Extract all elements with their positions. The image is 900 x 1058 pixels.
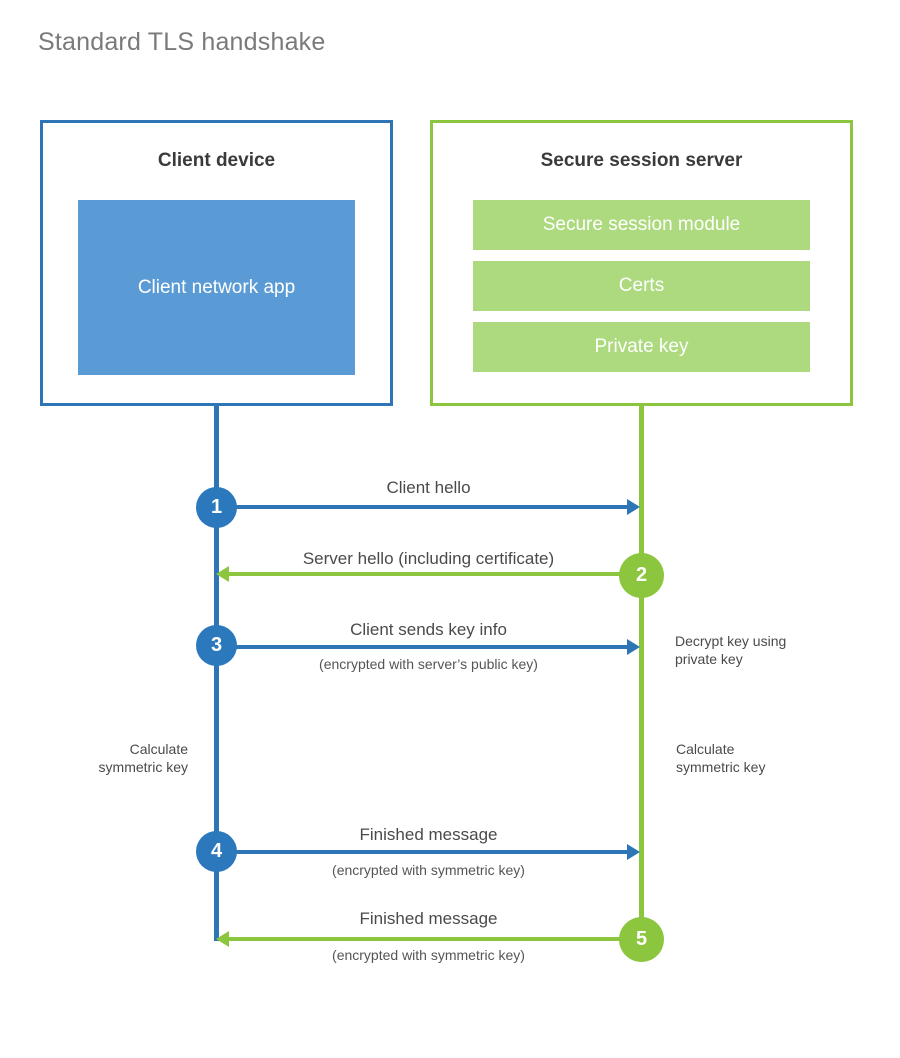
page-title: Standard TLS handshake bbox=[38, 28, 326, 56]
secure-session-server-box: Secure session server Secure session mod… bbox=[430, 120, 853, 406]
server-module-secure-session-module: Secure session module bbox=[473, 200, 810, 250]
step-marker-4: 4 bbox=[196, 831, 237, 872]
arrow-head-right-icon bbox=[627, 844, 640, 860]
message-2-label: Server hello (including certificate) bbox=[302, 549, 555, 568]
message-3-label: Client sends key info bbox=[350, 620, 507, 639]
arrow-head-right-icon bbox=[627, 639, 640, 655]
server-module-private-key: Private key bbox=[473, 322, 810, 372]
message-4-label: Finished message bbox=[359, 825, 498, 844]
step-marker-5: 5 bbox=[619, 917, 664, 962]
annotation-server-decrypt: Decrypt key using private key bbox=[675, 633, 787, 668]
client-network-app-block: Client network app bbox=[78, 200, 355, 375]
step-marker-1: 1 bbox=[196, 487, 237, 528]
message-5-label: Finished message bbox=[359, 909, 498, 928]
client-lifeline bbox=[214, 406, 219, 941]
step-marker-3: 3 bbox=[196, 625, 237, 666]
client-device-title: Client device bbox=[157, 150, 276, 171]
step-marker-2: 2 bbox=[619, 553, 664, 598]
server-module-list: Secure session module Certs Private key bbox=[473, 200, 810, 372]
server-module-certs: Certs bbox=[473, 261, 810, 311]
annotation-client-calculate-symmetric-key: Calculate symmetric key bbox=[98, 741, 188, 776]
client-device-box: Client device Client network app bbox=[40, 120, 393, 406]
annotation-server-calculate-symmetric-key: Calculate symmetric key bbox=[676, 741, 766, 776]
message-3-arrow bbox=[219, 639, 640, 655]
message-2-arrow bbox=[216, 566, 639, 582]
server-lifeline bbox=[639, 406, 644, 939]
message-4-sublabel: (encrypted with symmetric key) bbox=[332, 862, 525, 878]
arrow-head-right-icon bbox=[627, 499, 640, 515]
message-4-arrow bbox=[219, 844, 640, 860]
message-3-sublabel: (encrypted with server’s public key) bbox=[319, 656, 538, 672]
message-1-label: Client hello bbox=[386, 478, 471, 497]
message-5-arrow bbox=[216, 931, 639, 947]
arrow-head-left-icon bbox=[216, 566, 229, 582]
arrow-head-left-icon bbox=[216, 931, 229, 947]
secure-session-server-title: Secure session server bbox=[540, 150, 743, 171]
message-1-arrow bbox=[219, 499, 640, 515]
message-5-sublabel: (encrypted with symmetric key) bbox=[332, 947, 525, 963]
